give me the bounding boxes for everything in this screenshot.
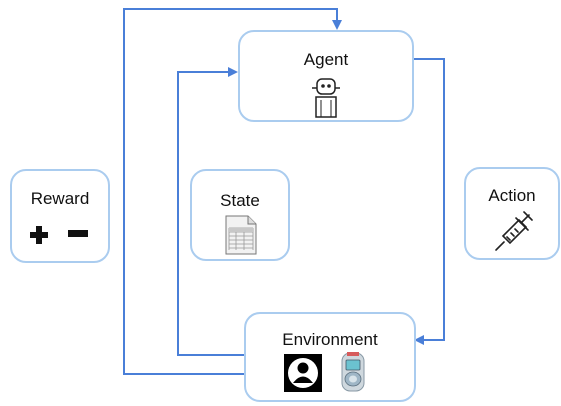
syringe-icon <box>495 211 533 251</box>
action-arrow <box>414 58 445 345</box>
reward-label: Reward <box>30 189 90 208</box>
state-node: State <box>190 169 290 261</box>
environment-node: Environment <box>244 312 416 402</box>
robot-icon <box>312 78 340 118</box>
reward-loop-arrow <box>123 8 342 375</box>
plus-icon <box>30 226 48 244</box>
state-label: State <box>220 191 260 210</box>
spreadsheet-icon <box>225 215 257 255</box>
person-icon <box>284 354 322 392</box>
glucose-meter-icon <box>341 352 365 392</box>
reward-node: Reward <box>10 169 110 263</box>
agent-label: Agent <box>303 50 349 69</box>
environment-label: Environment <box>282 330 378 349</box>
action-node: Action <box>464 167 560 260</box>
action-label: Action <box>488 186 536 205</box>
minus-icon <box>68 230 88 237</box>
agent-node: Agent <box>238 30 414 122</box>
state-loop-arrow <box>177 67 244 356</box>
